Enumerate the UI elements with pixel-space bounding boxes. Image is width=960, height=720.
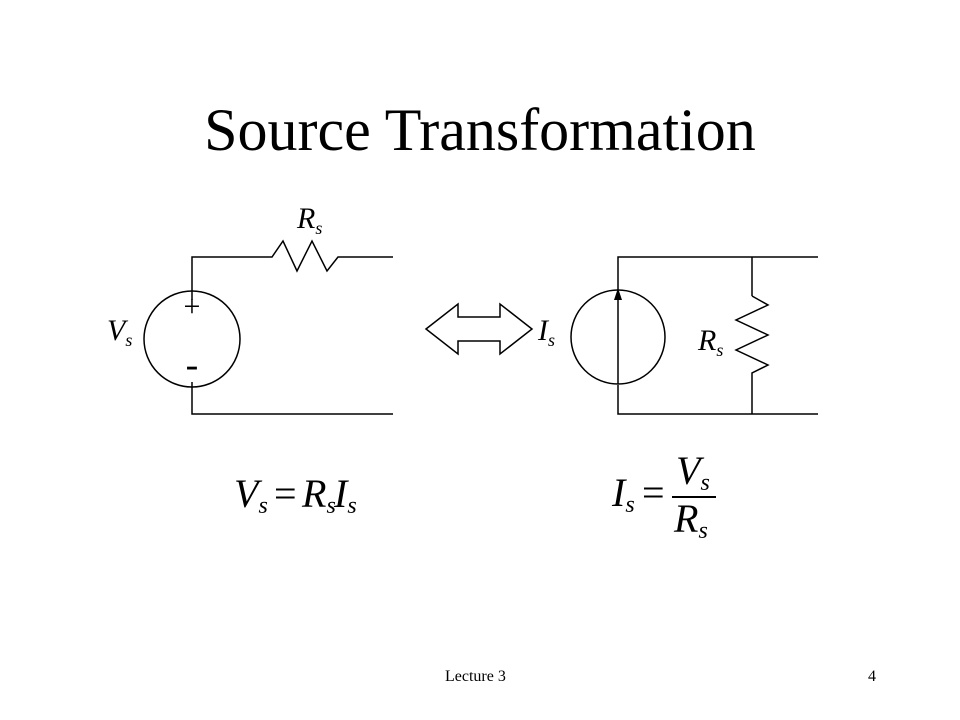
- eq-right-num-sub: s: [700, 470, 709, 496]
- voltage-source-circuit: + - Rs Vs: [107, 202, 393, 415]
- voltage-source-label-main: V: [107, 314, 129, 347]
- eq-left-lhs-var: V: [234, 471, 263, 516]
- eq-right-den-sub: s: [698, 518, 707, 544]
- eq-right-lhs-sub: s: [625, 492, 634, 518]
- eq-right-denominator: Rs: [673, 496, 708, 544]
- eq-right-lhs-var: I: [611, 470, 627, 515]
- eq-left-rhs-i: Is: [333, 471, 357, 519]
- shunt-resistor: [734, 295, 770, 380]
- right-top-wire: [617, 256, 818, 290]
- footer-page-number: 4: [868, 668, 876, 685]
- slide-title: Source Transformation: [204, 97, 756, 163]
- series-resistor-label-main: R: [296, 202, 315, 235]
- eq-left-lhs: Vs: [234, 471, 268, 519]
- minus-sign: -: [186, 344, 199, 386]
- voltage-source-label-sub: s: [125, 330, 132, 350]
- eq-right-den-var: R: [673, 496, 698, 541]
- current-source-label-main: I: [537, 314, 550, 347]
- eq-right-numerator: Vs: [676, 448, 710, 496]
- equation-voltage: Vs = Rs Is: [234, 471, 357, 519]
- double-arrow-icon: [424, 302, 534, 356]
- eq-left-i-var: I: [333, 471, 349, 516]
- current-source-label-sub: s: [548, 330, 555, 350]
- shunt-resistor-label-sub: s: [716, 340, 723, 360]
- eq-right-num-var: V: [676, 448, 705, 493]
- current-source-label: Is: [537, 314, 555, 350]
- series-resistor: [262, 239, 344, 273]
- right-bottom-wire: [617, 385, 818, 415]
- left-top-wire: [191, 256, 262, 300]
- equation-current: Is = Vs Rs: [611, 448, 716, 544]
- eq-left-r-var: R: [301, 471, 326, 516]
- series-resistor-label-sub: s: [315, 218, 322, 238]
- voltage-source-label: Vs: [107, 314, 132, 350]
- eq-left-equals: =: [274, 471, 297, 516]
- shunt-resistor-label: Rs: [697, 324, 723, 360]
- shunt-resistor-label-main: R: [697, 324, 716, 357]
- eq-right-lhs: Is: [611, 470, 635, 518]
- eq-left-lhs-sub: s: [258, 493, 267, 519]
- eq-left-r-sub: s: [326, 493, 335, 519]
- eq-left-rhs-r: Rs: [301, 471, 336, 519]
- voltage-source-icon: [143, 290, 241, 388]
- current-source-circuit: Is Rs: [537, 256, 818, 415]
- footer-lecture: Lecture 3: [445, 668, 506, 685]
- plus-sign: +: [184, 290, 201, 323]
- eq-right-equals: =: [642, 470, 665, 515]
- eq-left-i-sub: s: [347, 493, 356, 519]
- series-resistor-label: Rs: [296, 202, 322, 238]
- current-arrow-icon: [614, 288, 622, 300]
- left-bottom-wire: [191, 382, 393, 415]
